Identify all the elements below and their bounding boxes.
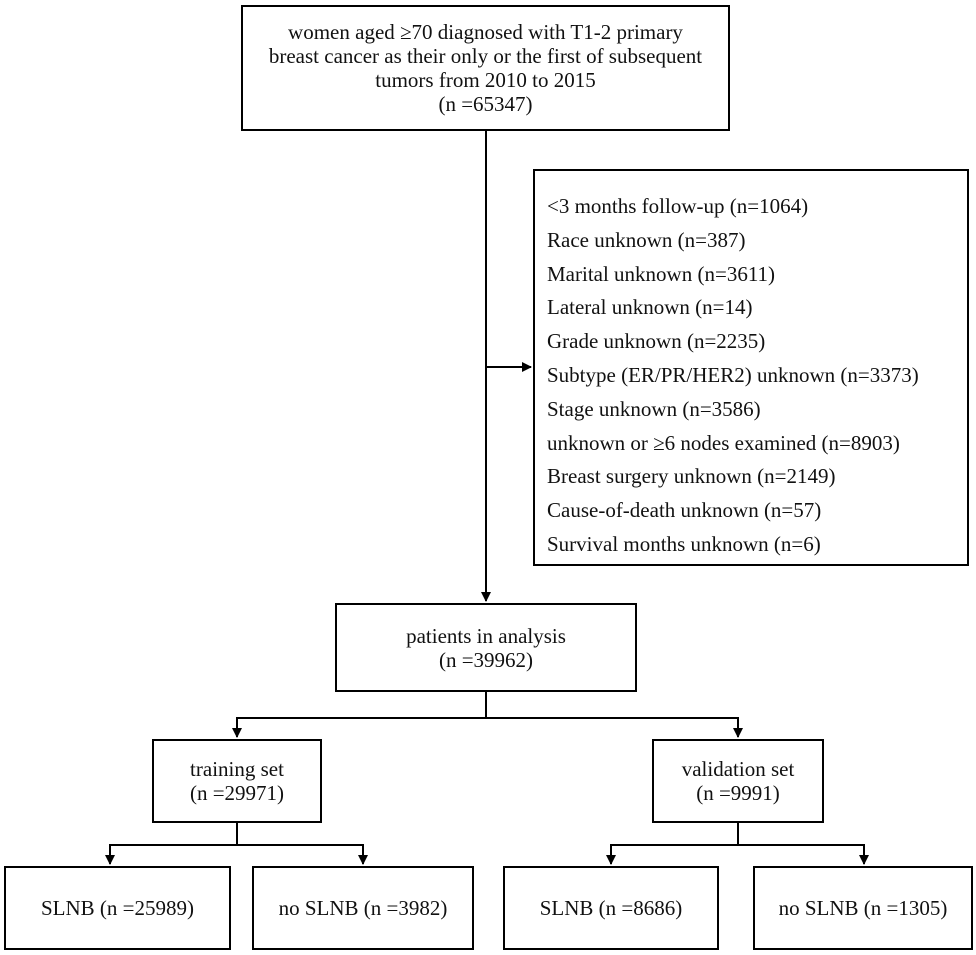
exclusion-item: Marital unknown (n=3611) (547, 261, 776, 286)
validation-set-line: (n =9991) (696, 781, 780, 805)
initial-cohort-line: women aged ≥70 diagnosed with T1-2 prima… (288, 20, 683, 44)
training-no-slnb-label: no SLNB (n =3982) (278, 896, 448, 920)
exclusion-item: Breast surgery unknown (n=2149) (547, 464, 836, 489)
edge-training-to-slnb (105, 844, 237, 865)
initial-cohort-line: breast cancer as their only or the first… (268, 44, 703, 68)
exclusion-item: unknown or ≥6 nodes examined (n=8903) (547, 430, 900, 455)
initial-cohort-line: tumors from 2010 to 2015 (375, 68, 596, 92)
exclusion-item: Lateral unknown (n=14) (547, 295, 753, 320)
initial-cohort-line: (n =65347) (438, 92, 533, 116)
exclusion-item: Cause-of-death unknown (n=57) (547, 498, 822, 523)
validation-no-slnb-box: no SLNB (n =1305) (753, 866, 973, 950)
exclusion-item: Race unknown (n=387) (547, 227, 746, 252)
training-set-box: training set(n =29971) (152, 739, 322, 823)
exclusion-item: Grade unknown (n=2235) (547, 329, 766, 354)
validation-slnb-label: SLNB (n =8686) (539, 896, 683, 920)
training-set-line: (n =29971) (189, 781, 285, 805)
training-slnb-box: SLNB (n =25989) (4, 866, 231, 950)
analysis-cohort-box: patients in analysis(n =39962) (335, 603, 637, 692)
validation-set-box: validation set(n =9991) (652, 739, 824, 823)
edge-validation-to-no-slnb (738, 844, 869, 865)
training-slnb-label: SLNB (n =25989) (40, 896, 194, 920)
edge-analysis-to-training (232, 717, 486, 738)
exclusion-item: <3 months follow-up (n=1064) (547, 194, 809, 218)
training-set-line: training set (190, 757, 284, 781)
validation-slnb-box: SLNB (n =8686) (503, 866, 719, 950)
analysis-cohort-line: patients in analysis (406, 623, 566, 648)
edge-validation-to-slnb (606, 844, 738, 865)
initial-cohort-box: women aged ≥70 diagnosed with T1-2 prima… (241, 5, 730, 131)
edge-training-to-no-slnb (237, 844, 368, 865)
exclusion-item: Stage unknown (n=3586) (547, 396, 761, 421)
exclusion-criteria-box: <3 months follow-up (n=1064) Race unknown… (533, 169, 969, 566)
analysis-cohort-line: (n =39962) (438, 647, 534, 672)
exclusion-item: Subtype (ER/PR/HER2) unknown (n=3373) (547, 362, 919, 387)
training-no-slnb-box: no SLNB (n =3982) (252, 866, 474, 950)
exclusion-item: Survival months unknown (n=6) (547, 531, 821, 556)
edge-analysis-to-validation (486, 717, 743, 738)
validation-set-line: validation set (681, 757, 795, 781)
validation-no-slnb-label: no SLNB (n =1305) (778, 896, 948, 920)
